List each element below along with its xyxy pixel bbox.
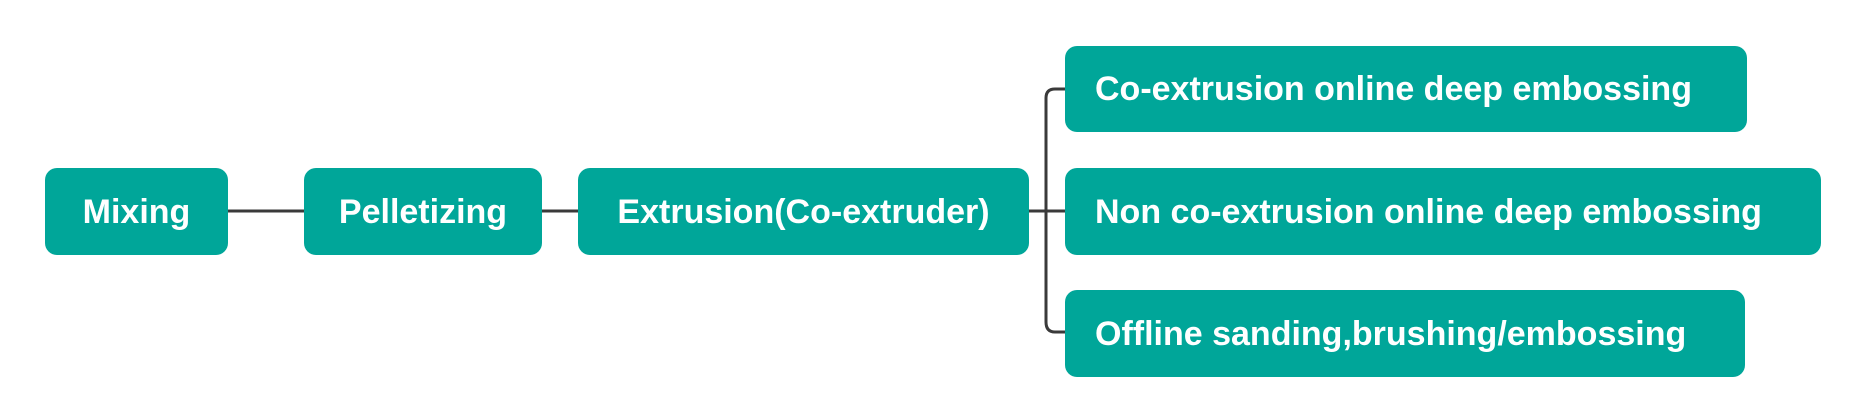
node-coextrusion-online-embossing: Co-extrusion online deep embossing <box>1065 46 1747 132</box>
node-pelletizing: Pelletizing <box>304 168 542 255</box>
connector-branch-bracket <box>1044 87 1065 334</box>
node-offline-sanding-brushing-embossing: Offline sanding,brushing/embossing <box>1065 290 1745 377</box>
node-pelletizing-label: Pelletizing <box>338 192 508 231</box>
node-branch-2-label: Non co-extrusion online deep embossing <box>1095 192 1762 231</box>
node-branch-3-label: Offline sanding,brushing/embossing <box>1095 314 1687 353</box>
node-mixing: Mixing <box>45 168 228 255</box>
node-branch-1-label: Co-extrusion online deep embossing <box>1095 70 1692 108</box>
node-non-coextrusion-online-embossing: Non co-extrusion online deep embossing <box>1065 168 1821 255</box>
node-mixing-label: Mixing <box>82 192 191 231</box>
node-extrusion-label: Extrusion(Co-extruder) <box>617 192 990 231</box>
node-extrusion: Extrusion(Co-extruder) <box>578 168 1029 255</box>
